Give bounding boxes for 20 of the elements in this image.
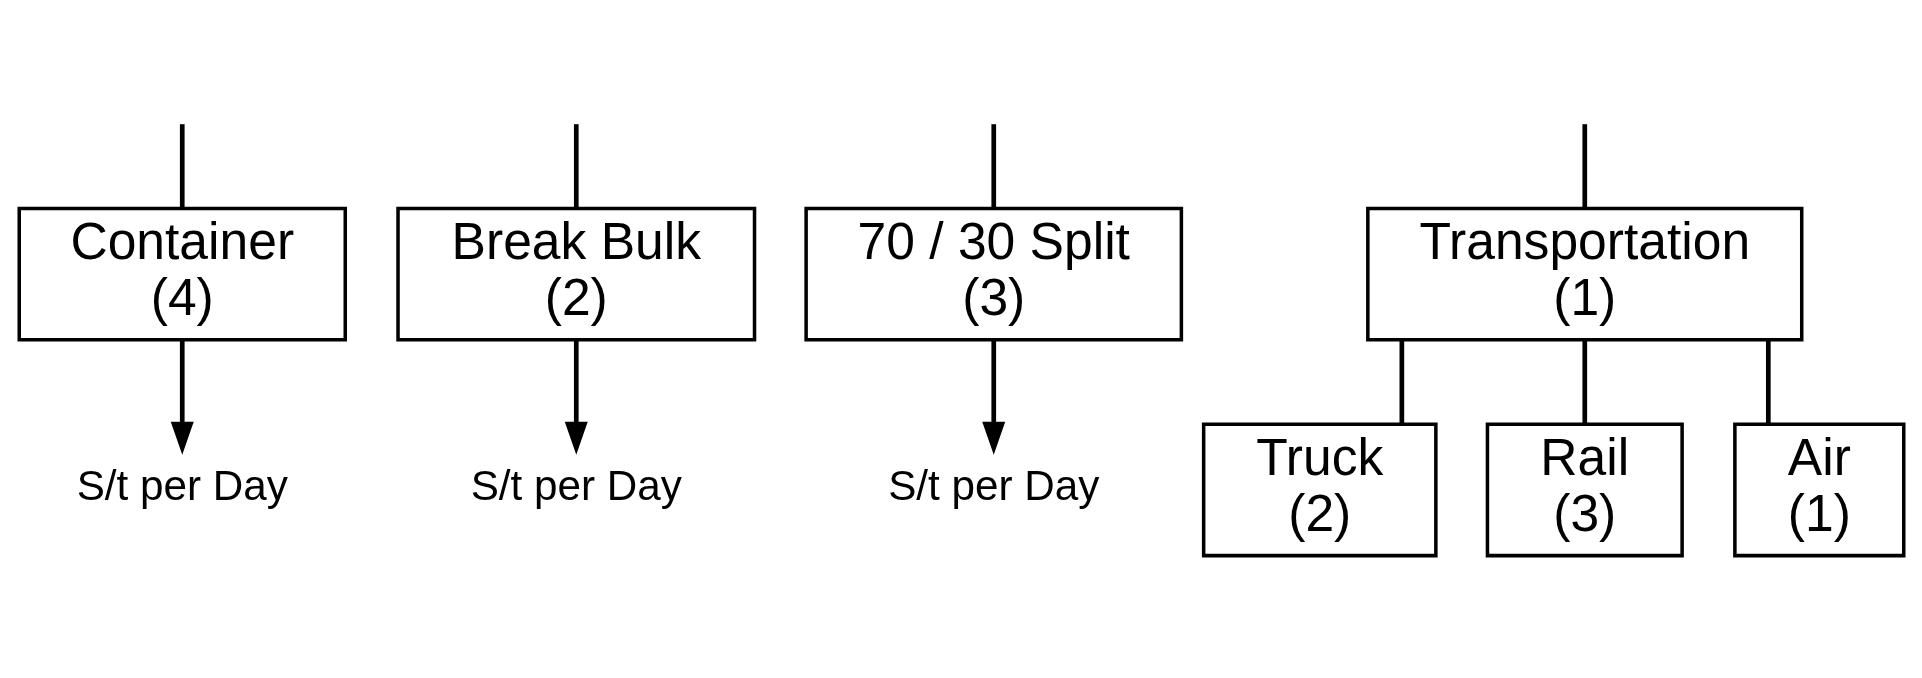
node-box: Container (4) — [17, 206, 347, 342]
node-box: Air (1) — [1732, 422, 1905, 558]
arrow — [981, 340, 1005, 455]
connector — [1581, 340, 1587, 424]
connector — [1399, 340, 1404, 424]
node-box: Transportation (1) — [1365, 206, 1803, 342]
arrow — [170, 340, 194, 455]
node-text: S/t per Day — [470, 462, 682, 510]
arrow — [564, 340, 588, 455]
node-box: Truck (2) — [1201, 422, 1438, 558]
connector — [179, 124, 185, 209]
node-box: Break Bulk (2) — [395, 206, 756, 342]
connector — [990, 124, 996, 209]
node-box: Rail (3) — [1485, 422, 1684, 558]
node-text: S/t per Day — [887, 462, 1099, 510]
connector — [1765, 340, 1771, 424]
node-text: S/t per Day — [76, 462, 288, 510]
node-box: 70 / 30 Split (3) — [803, 206, 1183, 342]
connector — [573, 124, 579, 209]
connector — [1581, 124, 1587, 209]
